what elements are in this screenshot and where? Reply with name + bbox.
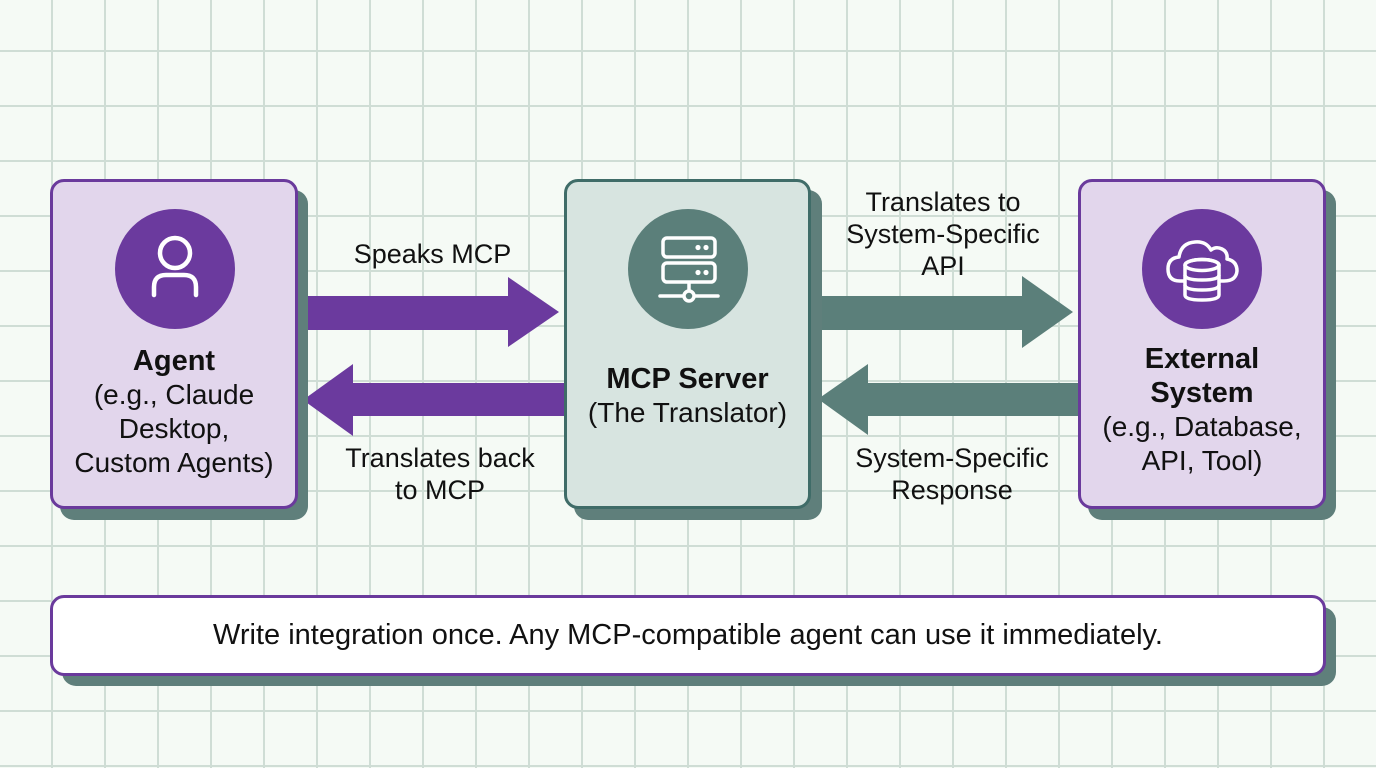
- external-system-subtitle: (e.g., Database, API, Tool): [1102, 411, 1302, 476]
- mcp-server-subtitle: (The Translator): [587, 397, 788, 428]
- agent-title: Agent: [132, 345, 216, 377]
- external-system-title: External System: [1144, 343, 1260, 409]
- external-system-icon-badge: [1142, 209, 1262, 329]
- mcp-server-title: MCP Server: [606, 363, 769, 395]
- edge-label-translates-to-api: Translates to System-Specific API: [846, 187, 1040, 281]
- agent-subtitle: (e.g., Claude Desktop, Custom Agents): [74, 379, 274, 478]
- edge-label-translates-back: Translates back to MCP: [345, 443, 535, 505]
- mcp-server-icon-badge: [628, 209, 748, 329]
- agent-node[interactable]: Agent (e.g., Claude Desktop, Custom Agen…: [50, 179, 298, 509]
- cloud-database-icon: [1166, 240, 1239, 302]
- mcp-server-node[interactable]: MCP Server (The Translator): [564, 179, 811, 509]
- arrow-server-to-external: [821, 276, 1073, 348]
- edge-label-system-response: System-Specific Response: [855, 443, 1049, 505]
- arrow-external-to-server: [818, 364, 1079, 435]
- banner-text: Write integration once. Any MCP-compatib…: [213, 619, 1163, 651]
- user-icon: [151, 235, 199, 298]
- arrow-agent-to-server: [296, 277, 559, 347]
- agent-icon-badge: [115, 209, 235, 329]
- summary-banner: Write integration once. Any MCP-compatib…: [50, 595, 1326, 676]
- external-system-node[interactable]: External System (e.g., Database, API, To…: [1078, 179, 1326, 509]
- edge-label-speaks-mcp: Speaks MCP: [353, 239, 512, 269]
- server-icon: [658, 236, 720, 303]
- arrow-server-to-agent: [303, 364, 565, 436]
